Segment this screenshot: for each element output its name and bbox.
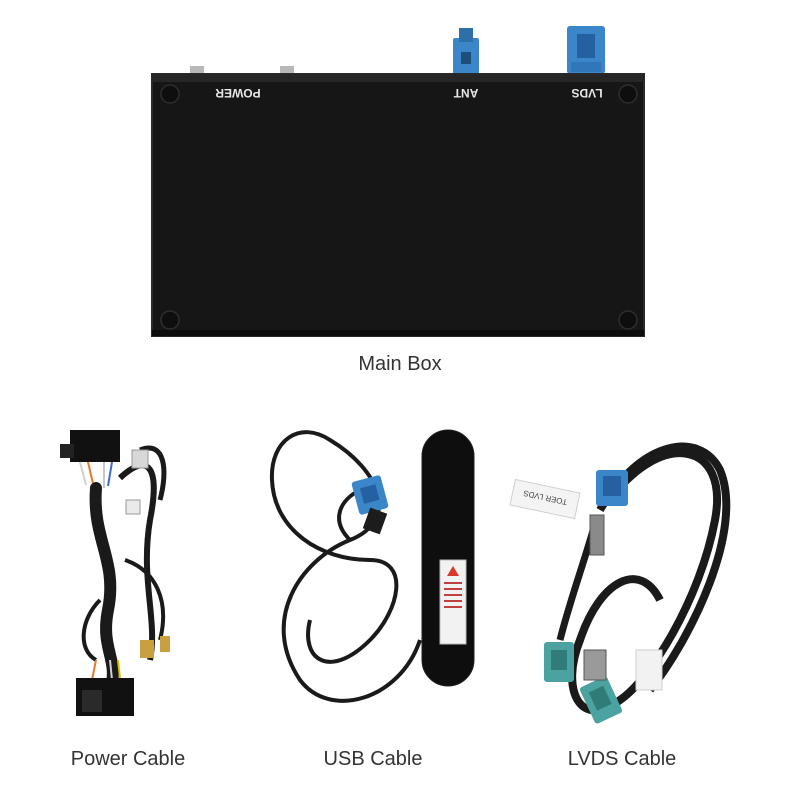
usb-cable-caption: USB Cable bbox=[323, 748, 423, 770]
antenna-stick bbox=[421, 429, 475, 687]
ant-port-label: ANT bbox=[453, 86, 478, 100]
lvds-side-tag bbox=[635, 649, 663, 691]
box-body bbox=[151, 73, 645, 337]
lvds-connector bbox=[567, 26, 605, 74]
screw-icon bbox=[618, 84, 638, 104]
lvds-tag: TOER LVDS bbox=[509, 478, 581, 520]
power-cable bbox=[60, 430, 170, 716]
power-port-label: POWER bbox=[215, 86, 261, 100]
power-cable-caption: Power Cable bbox=[70, 748, 186, 770]
main-box-caption: Main Box bbox=[358, 353, 442, 375]
lvds-cable-caption: LVDS Cable bbox=[567, 748, 677, 770]
screw-icon bbox=[160, 310, 180, 330]
lvds-top-connector bbox=[596, 470, 628, 506]
screw-icon bbox=[160, 84, 180, 104]
lvds-bottom-connectors bbox=[544, 642, 623, 724]
lvds-cable: TOER LVDS bbox=[509, 442, 731, 724]
usb-blue-connector bbox=[351, 475, 389, 515]
power-connector-stubs bbox=[190, 66, 294, 76]
screw-icon bbox=[618, 310, 638, 330]
usb-plug bbox=[362, 507, 388, 535]
power-top-connector bbox=[70, 430, 120, 462]
usb-cable bbox=[269, 429, 475, 703]
main-box: POWER ANT LVDS bbox=[151, 26, 645, 337]
ant-connector bbox=[453, 28, 479, 74]
lvds-port-label: LVDS bbox=[571, 86, 602, 100]
